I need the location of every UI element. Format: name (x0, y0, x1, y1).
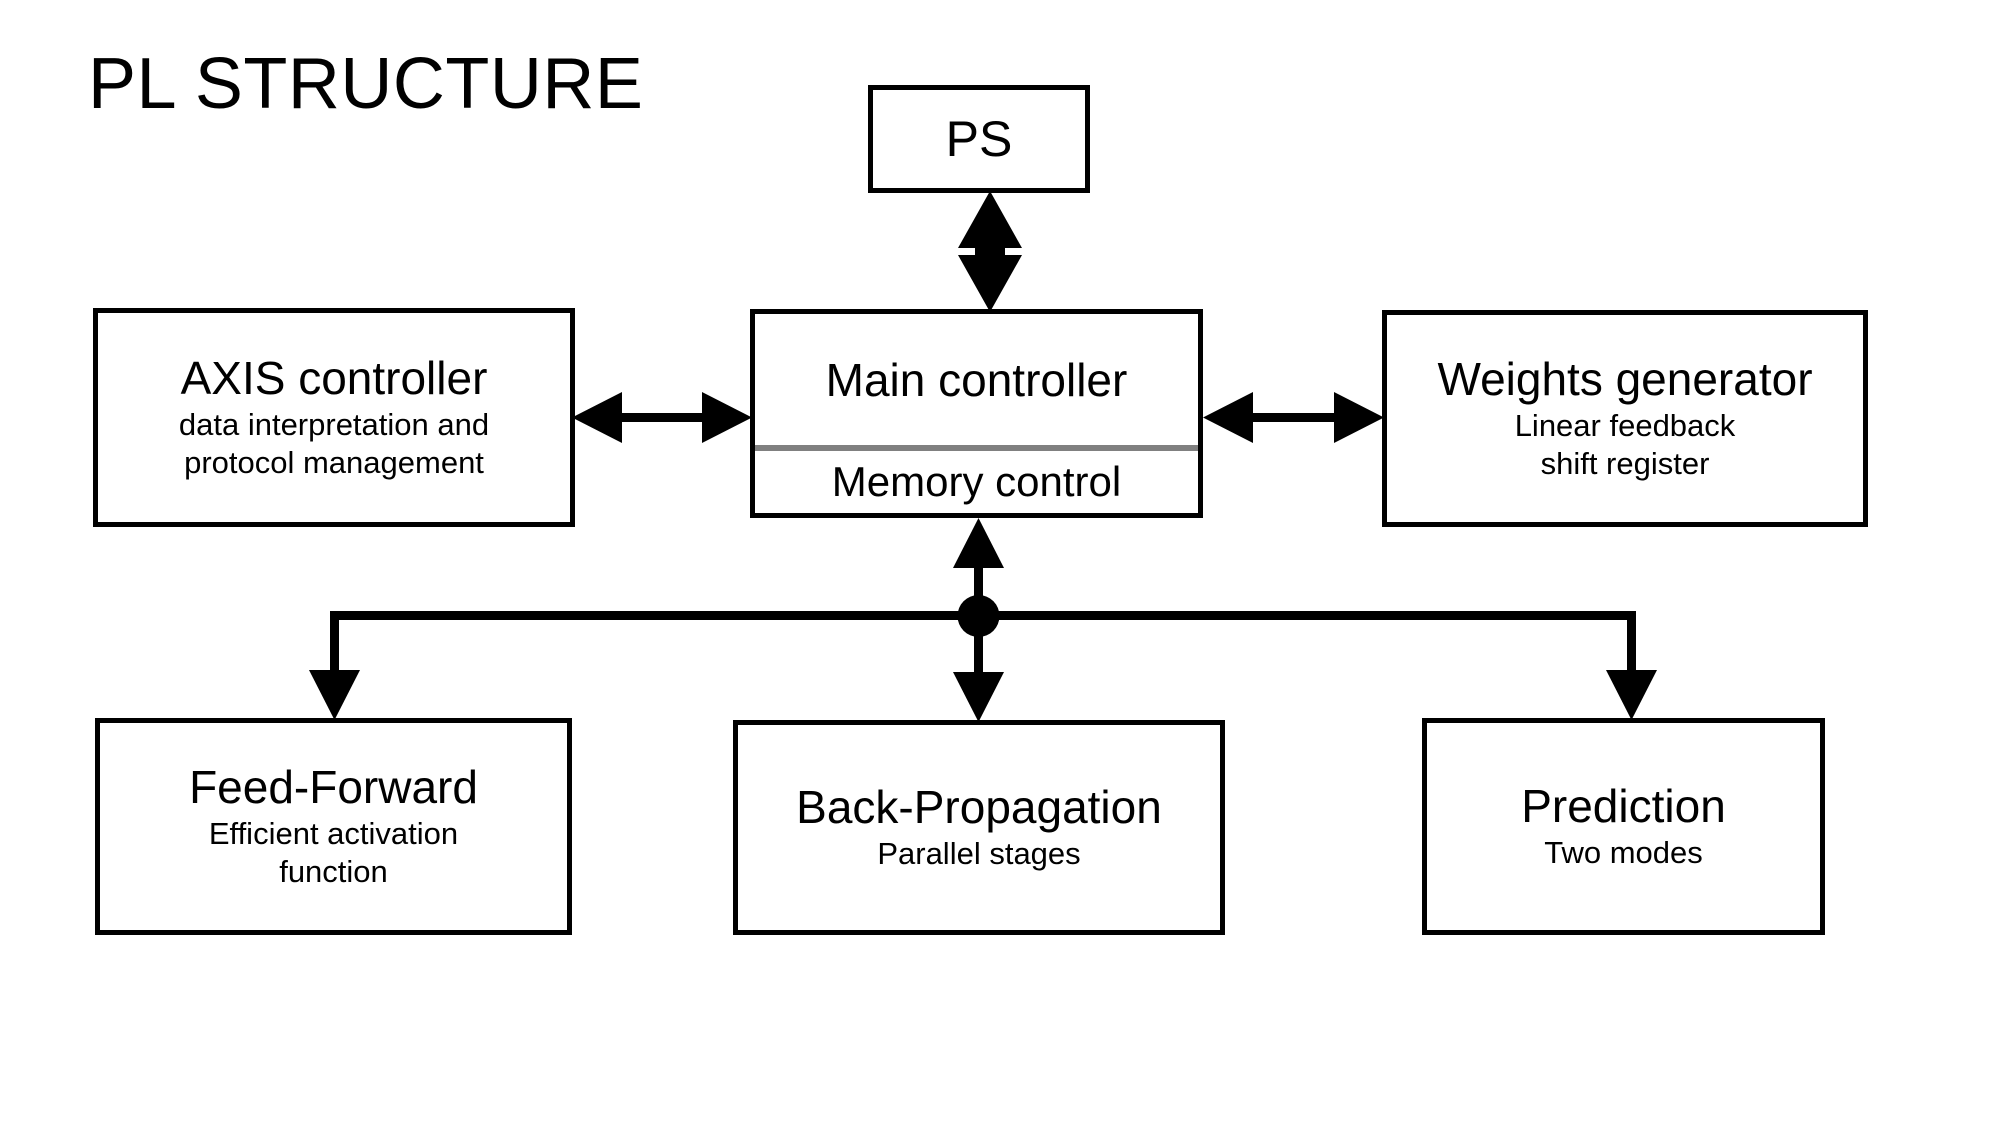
node-weights-generator-subline-1: Linear feedback (1514, 408, 1736, 444)
node-main-controller-divider (755, 445, 1198, 451)
node-feed-forward-subline-1: Efficient activation (208, 816, 459, 852)
node-prediction-subline-1: Two modes (1544, 835, 1703, 871)
node-ps[interactable]: PS (868, 85, 1090, 193)
node-weights-generator-subline-2: shift register (1540, 446, 1710, 482)
node-back-propagation[interactable]: Back-Propagation Parallel stages (733, 720, 1225, 935)
node-prediction-label: Prediction (1521, 779, 1726, 832)
connector-bus-to-back-propagation (953, 616, 1004, 722)
connector-bus-to-feed-forward (309, 670, 360, 720)
node-weights-generator[interactable]: Weights generator Linear feedback shift … (1382, 310, 1868, 527)
connector-bus-to-prediction (1606, 670, 1657, 720)
node-main-controller[interactable]: Main controller Memory control (750, 309, 1203, 518)
page-title: PL STRUCTURE (88, 44, 644, 124)
node-axis-controller-subline-1: data interpretation and (178, 407, 490, 443)
node-ps-label: PS (945, 111, 1013, 167)
connector-bus-to-main (953, 518, 1004, 617)
node-axis-controller-subline-2: protocol management (184, 445, 484, 481)
connector-main-to-weights (1203, 392, 1384, 443)
connector-bus-line (330, 611, 1636, 699)
bus-junction-dot (957, 595, 1000, 637)
node-axis-controller-label: AXIS controller (180, 351, 488, 404)
node-feed-forward-subline-2: function (279, 854, 388, 890)
node-weights-generator-label: Weights generator (1437, 352, 1813, 405)
connector-axis-to-main (572, 392, 752, 443)
node-back-propagation-subline-1: Parallel stages (877, 836, 1081, 872)
node-prediction[interactable]: Prediction Two modes (1422, 718, 1825, 935)
node-axis-controller[interactable]: AXIS controller data interpretation and … (93, 308, 575, 527)
connector-ps-to-main (958, 191, 1022, 312)
node-main-controller-label: Main controller (825, 353, 1128, 406)
node-main-controller-memory-control-label: Memory control (831, 458, 1122, 505)
node-feed-forward-label: Feed-Forward (189, 760, 478, 813)
node-feed-forward[interactable]: Feed-Forward Efficient activation functi… (95, 718, 572, 935)
node-back-propagation-label: Back-Propagation (796, 780, 1162, 833)
